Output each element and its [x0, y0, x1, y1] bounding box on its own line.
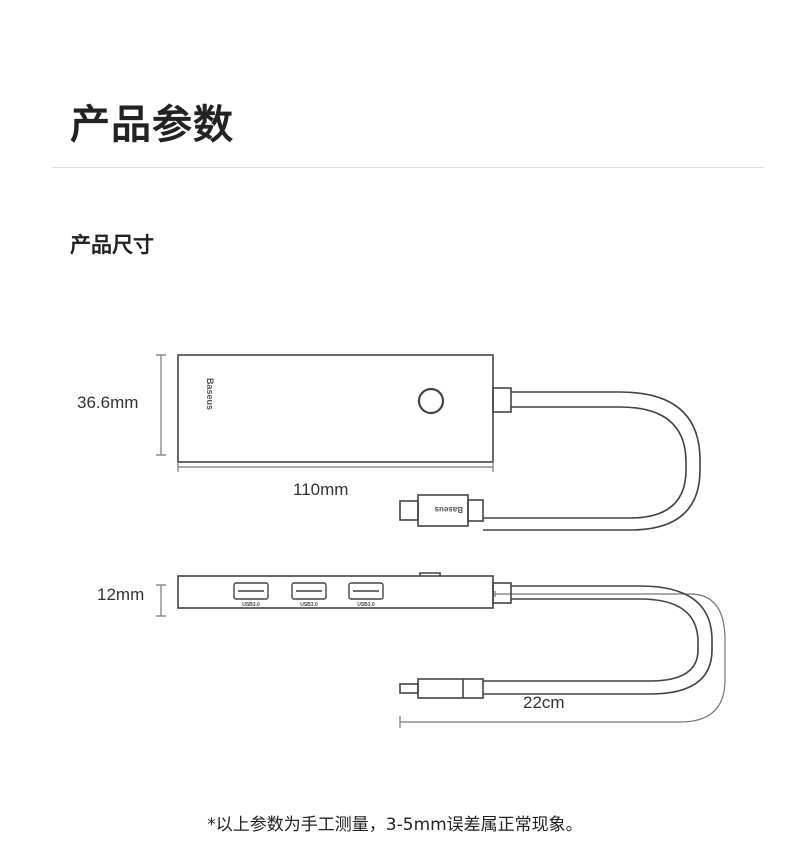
hub-side-view: USB3.0 USB3.0 USB3.0: [177, 572, 713, 699]
dimension-lines: [156, 354, 726, 728]
brand-logo: Baseus: [205, 378, 215, 410]
usb-port-label: USB3.0: [300, 602, 318, 608]
svg-text:Baseus: Baseus: [434, 505, 463, 514]
usb-ports: [233, 582, 384, 600]
page-title: 产品参数: [70, 102, 234, 148]
measurement-note: *以上参数为手工测量，3-5mm误差属正常现象。: [207, 815, 583, 835]
length-label: 110mm: [293, 480, 349, 499]
thickness-label: 12mm: [97, 585, 145, 604]
section-title: 产品尺寸: [70, 233, 154, 257]
hub-top-view: Baseus Baseus: [177, 354, 701, 531]
usb-port-label: USB3.0: [357, 602, 375, 608]
usb-port-label: USB3.0: [242, 602, 260, 608]
button-icon: [417, 387, 445, 415]
divider: [52, 167, 764, 168]
cable-length-label: 22cm: [523, 693, 565, 712]
height-label: 36.6mm: [77, 393, 139, 412]
